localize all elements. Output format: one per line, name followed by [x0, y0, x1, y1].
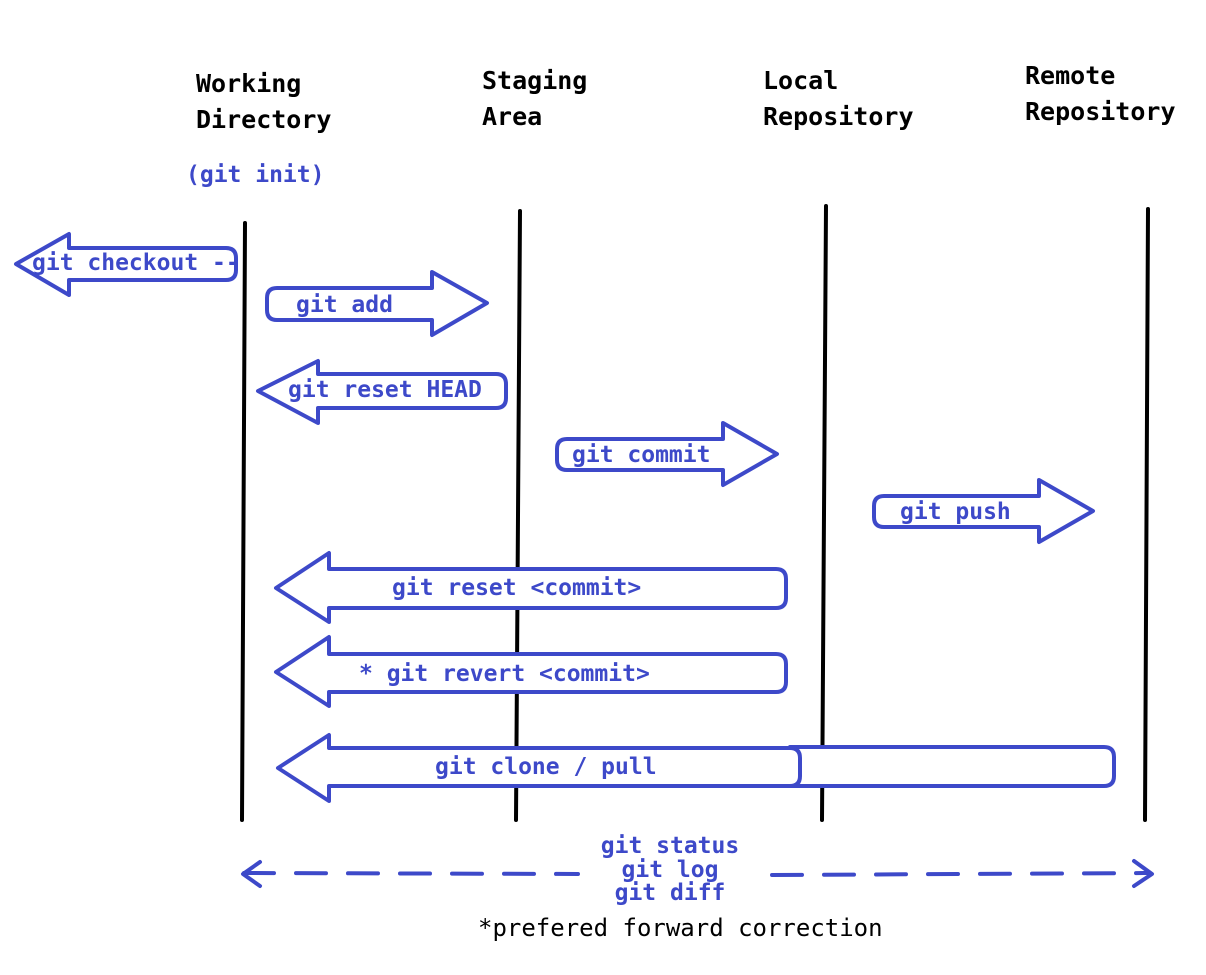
git-commit-arrow	[555, 421, 779, 487]
column-header-line: Staging	[482, 66, 588, 95]
git-revert-commit-label: * git revert <commit>	[359, 661, 650, 687]
column-header-line: Area	[482, 102, 543, 131]
git-commit-label: git commit	[572, 442, 710, 468]
git-reset-commit-arrow	[274, 551, 788, 624]
left-arrowhead	[241, 860, 262, 888]
git-checkout-arrow	[14, 232, 238, 297]
column-header-line: Directory	[196, 105, 332, 134]
column-header-local-repository: Local Repository	[763, 63, 914, 135]
git-add-label: git add	[296, 292, 393, 318]
column-header-line: Repository	[763, 102, 914, 131]
column-header-line: Repository	[1025, 97, 1176, 126]
column-header-line: Local	[763, 66, 839, 95]
git-revert-commit-arrow	[274, 635, 788, 708]
local-repository-line	[820, 204, 828, 822]
column-header-staging-area: Staging Area	[482, 63, 587, 135]
git-reset-head-label: git reset HEAD	[288, 377, 482, 403]
column-header-line: Remote	[1025, 61, 1116, 90]
git-status-label: git status	[601, 833, 739, 859]
git-push-label: git push	[900, 499, 1011, 525]
git-add-arrow	[265, 270, 489, 337]
inspect-dashed-arrow	[241, 859, 1154, 888]
column-header-working-directory: Working Directory	[196, 66, 331, 138]
column-header-remote-repository: Remote Repository	[1025, 58, 1176, 130]
footnote: *prefered forward correction	[478, 914, 883, 942]
git-reset-head-arrow	[256, 359, 508, 425]
git-diff-label: git diff	[615, 880, 726, 906]
git-log-label: git log	[622, 857, 719, 883]
working-directory-line	[240, 221, 247, 822]
git-clone-pull-label: git clone / pull	[435, 754, 657, 780]
git-reset-commit-label: git reset <commit>	[392, 575, 641, 601]
right-arrowhead	[1132, 859, 1154, 888]
git-push-arrow	[872, 478, 1095, 544]
git-clone-pull-arrow	[276, 733, 1116, 803]
column-header-line: Working	[196, 69, 302, 98]
git-checkout-label: git checkout --	[32, 250, 240, 276]
staging-area-line	[514, 209, 522, 822]
git-init-label: (git init)	[186, 162, 324, 188]
area-lines	[240, 204, 1150, 822]
remote-repository-line	[1143, 207, 1150, 822]
